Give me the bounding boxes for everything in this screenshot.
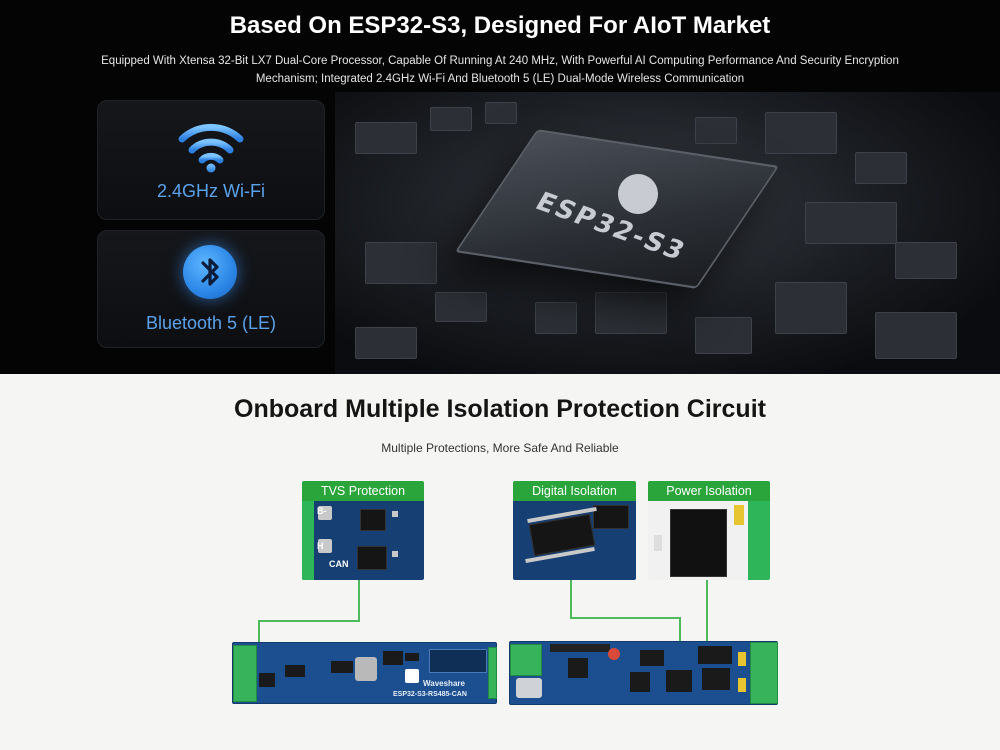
esp32-s3-chip — [454, 129, 780, 289]
digital-isolation-tag: Digital Isolation — [513, 481, 636, 501]
hero-subtitle-line-2: Mechanism; Integrated 2.4GHz Wi-Fi And B… — [255, 73, 745, 85]
hero-subtitle-line-1: Equipped With Xtensa 32-Bit LX7 Dual-Cor… — [101, 55, 899, 67]
waveshare-logo-icon — [405, 669, 419, 683]
hero-subtitle: Equipped With Xtensa 32-Bit LX7 Dual-Cor… — [100, 52, 900, 88]
digital-connector-line — [570, 580, 572, 618]
chip-background-image: ESP32-S3 — [335, 92, 1000, 374]
silk-b-minus: B- — [317, 506, 327, 516]
tvs-connector-line — [358, 580, 360, 621]
wifi-feature-card: 2.4GHz Wi-Fi — [97, 100, 325, 220]
wifi-label: 2.4GHz Wi-Fi — [157, 181, 265, 201]
wifi-icon — [178, 123, 244, 173]
hero-title: Based On ESP32-S3, Designed For AIoT Mar… — [229, 12, 771, 39]
power-isolation-tag: Power Isolation — [648, 481, 770, 501]
tvs-protection-tag: TVS Protection — [302, 481, 424, 501]
board-brand: Waveshare — [423, 679, 465, 688]
bluetooth-label: Bluetooth 5 (LE) — [145, 313, 277, 333]
isolation-title: Onboard Multiple Isolation Protection Ci… — [234, 395, 766, 423]
tvs-protection-photo: B- H CAN — [302, 501, 424, 580]
digital-connector-line-h — [570, 617, 680, 619]
bluetooth-icon — [183, 245, 237, 299]
digital-isolation-photo — [513, 501, 636, 580]
bluetooth-feature-card: Bluetooth 5 (LE) — [97, 230, 325, 348]
tvs-connector-line-h — [258, 620, 360, 622]
rs485-can-board-right — [509, 641, 778, 705]
power-isolation-photo — [648, 501, 770, 580]
power-connector-line — [706, 580, 708, 642]
silk-h: H — [317, 541, 324, 551]
silk-can: CAN — [329, 559, 349, 569]
isolation-subtitle: Multiple Protections, More Safe And Reli… — [381, 441, 619, 455]
hero-section: ESP32-S3 Based On ESP32-S3, Designed For… — [0, 0, 1000, 374]
board-name: ESP32-S3-RS485-CAN — [393, 691, 467, 698]
rs485-can-board-left: Waveshare ESP32-S3-RS485-CAN — [232, 642, 497, 704]
